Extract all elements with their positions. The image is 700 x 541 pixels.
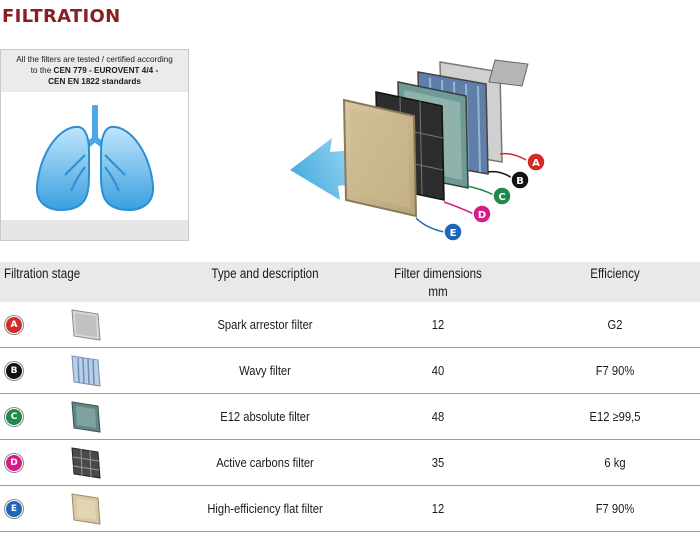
row-efficiency: F7 90% (595, 363, 635, 378)
absolute-filter-thumbnail (71, 401, 101, 433)
header-filter-dimensions: Filter dimensions mm (394, 266, 482, 299)
diagram-label-b: B (510, 170, 530, 190)
table-row: D Active carbons filter 35 6 kg (0, 440, 700, 486)
row-dimension: 40 (431, 363, 445, 378)
row-dimension: 35 (431, 455, 445, 470)
diagram-label-a: A (526, 152, 546, 172)
row-dimension: 12 (431, 501, 445, 516)
certification-text: All the filters are tested / certified a… (1, 50, 188, 92)
row-dimension: 48 (431, 409, 445, 424)
page-title: FILTRATION (2, 6, 121, 27)
row-efficiency: E12 ≥99,5 (589, 409, 641, 424)
row-efficiency: F7 90% (595, 501, 635, 516)
certification-footer-bar (1, 220, 188, 240)
table-row: C E12 absolute filter 48 E12 ≥99,5 (0, 394, 700, 440)
flat-filter-thumbnail (71, 493, 101, 525)
stage-badge-e: E (5, 500, 23, 518)
diagram-label-c: C (492, 186, 512, 206)
header-efficiency: Efficiency (590, 266, 640, 281)
row-efficiency: G2 (607, 317, 623, 332)
row-efficiency: 6 kg (604, 455, 626, 470)
svg-text:E: E (450, 228, 457, 239)
svg-text:A: A (532, 158, 540, 169)
certification-panel: All the filters are tested / certified a… (0, 49, 189, 241)
lungs-icon (35, 105, 155, 211)
active-carbons-thumbnail (71, 447, 101, 479)
cert-line-3: CEN EN 1822 standards (48, 77, 141, 86)
row-type: Wavy filter (239, 363, 291, 378)
row-type: E12 absolute filter (220, 409, 310, 424)
svg-text:B: B (516, 176, 524, 187)
row-dimension: 12 (431, 317, 445, 332)
row-type: Active carbons filter (216, 455, 314, 470)
cert-line-2: to the CEN 779 - EUROVENT 4/4 - (30, 66, 159, 75)
header-filtration-stage: Filtration stage (4, 266, 81, 281)
row-type: Spark arrestor filter (217, 317, 313, 332)
filter-stack-diagram: A B C D E (290, 59, 546, 242)
stage-badge-a: A (5, 316, 23, 334)
diagram-label-d: D (472, 204, 492, 224)
header-type-description: Type and description (211, 266, 319, 281)
table-row: A Spark arrestor filter 12 G2 (0, 302, 700, 348)
svg-text:C: C (498, 192, 505, 203)
spark-arrestor-thumbnail (71, 309, 101, 341)
table-row: E High-efficiency flat filter 12 F7 90% (0, 486, 700, 532)
stage-badge-d: D (5, 454, 23, 472)
svg-text:D: D (478, 210, 486, 221)
table-header: Filtration stage Type and description Fi… (0, 262, 700, 302)
cert-line-1: All the filters are tested / certified a… (16, 55, 173, 64)
table-row: B Wavy filter 40 F7 90% (0, 348, 700, 394)
stage-badge-c: C (5, 408, 23, 426)
row-type: High-efficiency flat filter (207, 501, 323, 516)
wavy-filter-thumbnail (71, 355, 101, 387)
diagram-label-e: E (443, 222, 463, 242)
stage-badge-b: B (5, 362, 23, 380)
